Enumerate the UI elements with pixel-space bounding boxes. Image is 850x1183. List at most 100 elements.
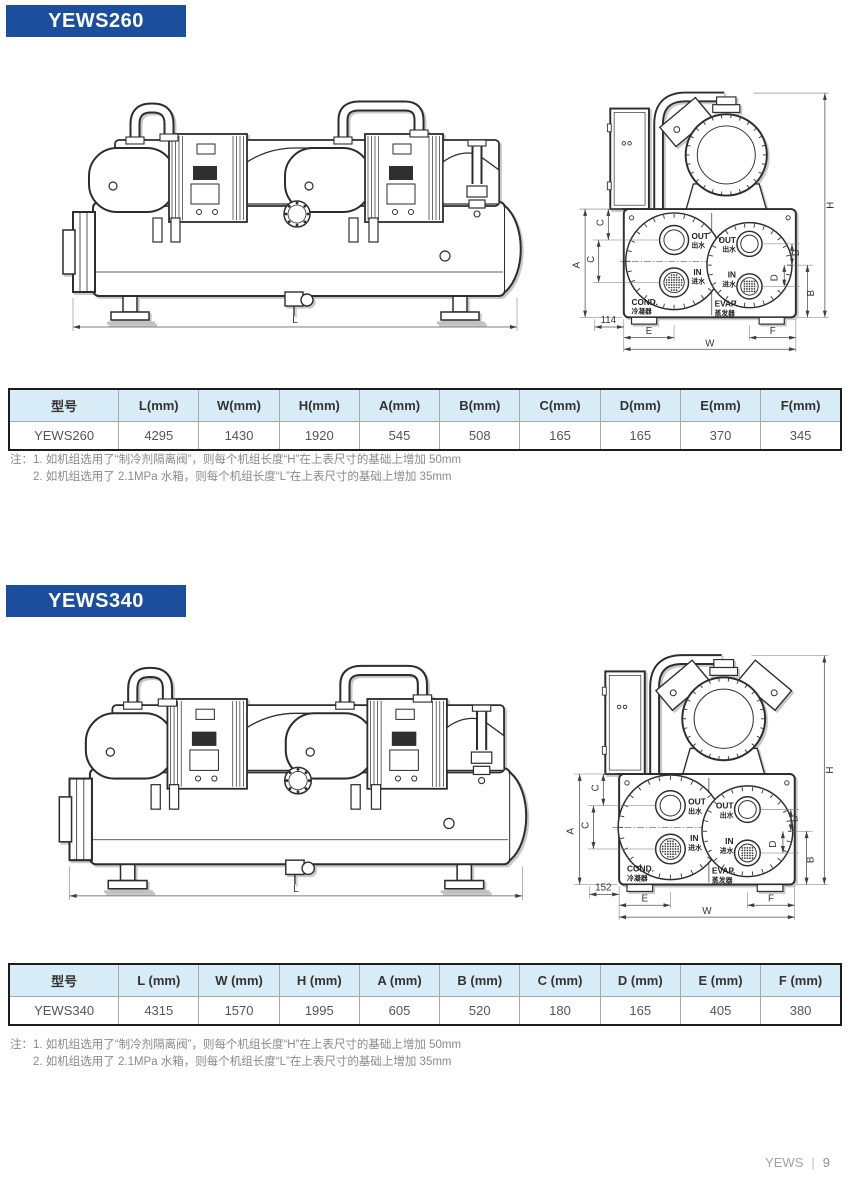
footer-brand: YEWS	[765, 1155, 804, 1170]
side-view-drawing-yews340: L	[58, 664, 528, 900]
value-cell: 1920	[278, 421, 360, 451]
value-cell: 4295	[118, 421, 200, 451]
dim-label-114: 114	[601, 315, 617, 326]
column-header: A (mm)	[358, 963, 441, 997]
dim-label-B: B	[806, 290, 817, 296]
model-header-yews340: YEWS340	[6, 585, 186, 617]
value-cell: 165	[599, 996, 681, 1026]
cond-in-label: IN	[693, 268, 701, 277]
value-cell: 1995	[278, 996, 360, 1026]
dim-label-F: F	[768, 893, 774, 904]
value-cell: 545	[358, 421, 441, 451]
evap-in-label-cn: 进水	[720, 846, 734, 855]
evap-out-label: OUT	[719, 236, 736, 245]
condenser-label-cn: 冷凝器	[627, 874, 648, 883]
evaporator-label: EVAP.	[715, 300, 738, 309]
dim-label-D: D	[770, 274, 781, 281]
column-header: L (mm)	[118, 963, 200, 997]
column-header: D(mm)	[599, 388, 681, 422]
evap-in-label: IN	[725, 836, 733, 846]
dim-label-W: W	[705, 338, 715, 349]
cond-in-label: IN	[690, 833, 698, 843]
cond-out-label: OUT	[691, 232, 708, 241]
value-cell: 520	[439, 996, 521, 1026]
evaporator-label-cn: 蒸发器	[715, 308, 736, 317]
column-header: C(mm)	[519, 388, 601, 422]
dim-label-C: C	[586, 256, 597, 263]
model-cell: YEWS260	[8, 421, 120, 451]
dim-label-A: A	[566, 828, 577, 835]
dim-label-L: L	[293, 884, 299, 895]
cond-out-label-cn: 出水	[688, 806, 702, 815]
dim-label-H: H	[825, 767, 836, 774]
column-header: D (mm)	[599, 963, 681, 997]
column-header: W (mm)	[198, 963, 280, 997]
evaporator-label-cn: 蒸发器	[711, 876, 733, 885]
value-cell: 605	[358, 996, 441, 1026]
evaporator-label: EVAP.	[712, 866, 735, 876]
dim-label-L: L	[292, 315, 298, 326]
column-header: E(mm)	[679, 388, 762, 422]
evap-in-label-cn: 进水	[722, 279, 736, 288]
column-header: 型号	[8, 963, 120, 997]
column-header: B (mm)	[439, 963, 521, 997]
column-header: H(mm)	[278, 388, 360, 422]
cond-in-label-cn: 进水	[688, 843, 702, 852]
dim-label-W: W	[702, 906, 712, 917]
column-header: F (mm)	[760, 963, 842, 997]
condenser-label: COND.	[632, 298, 658, 307]
note-line-1: 注：1. 如机组选用了“制冷剂隔离阀”，则每个机组长度“H”在上表尺寸的基础上增…	[10, 454, 462, 466]
column-header: W(mm)	[198, 388, 280, 422]
note-line-2: 2. 如机组选用了 2.1MPa 水箱，则每个机组长度“L”在上表尺寸的基础上增…	[33, 471, 452, 483]
evap-out-label: OUT	[716, 801, 735, 811]
dim-label-D: D	[791, 249, 802, 256]
value-cell: 508	[439, 421, 521, 451]
dim-label-E: E	[646, 326, 653, 337]
column-header: H (mm)	[278, 963, 360, 997]
model-header-yews260: YEWS260	[6, 5, 186, 37]
value-cell: 380	[760, 996, 842, 1026]
note-line-1: 注：1. 如机组选用了“制冷剂隔离阀”，则每个机组长度“H”在上表尺寸的基础上增…	[10, 1039, 462, 1051]
evap-out-label-cn: 出水	[720, 810, 734, 819]
page-footer: YEWS | 9	[765, 1155, 830, 1170]
dim-label-E: E	[641, 893, 648, 904]
column-header: F(mm)	[760, 388, 842, 422]
side-view-drawing-yews260: L	[62, 100, 522, 331]
cond-in-label-cn: 进水	[691, 277, 705, 286]
value-cell: 4315	[118, 996, 200, 1026]
dim-label-C: C	[596, 219, 607, 226]
value-cell: 345	[760, 421, 842, 451]
notes-yews260: 注：1. 如机组选用了“制冷剂隔离阀”，则每个机组长度“H”在上表尺寸的基础上增…	[10, 452, 461, 486]
value-cell: 405	[679, 996, 762, 1026]
evap-in-label: IN	[728, 271, 736, 280]
end-view-drawing-yews260: OUT出水IN进水OUT出水IN进水COND.冷凝器EVAP.蒸发器HDDBCC…	[571, 91, 837, 353]
cond-out-label-cn: 出水	[691, 241, 705, 250]
end-view-drawing-yews340: OUT出水IN进水OUT出水IN进水COND.冷凝器EVAP.蒸发器HDDBCC…	[566, 654, 836, 921]
footer-separator: |	[811, 1155, 815, 1170]
dim-label-B: B	[805, 856, 816, 863]
condenser-label-cn: 冷凝器	[632, 306, 653, 315]
dim-label-F: F	[770, 326, 776, 337]
column-header: E (mm)	[679, 963, 762, 997]
column-header: 型号	[8, 388, 120, 422]
value-cell: 165	[599, 421, 681, 451]
cond-out-label: OUT	[688, 797, 707, 807]
evap-out-label-cn: 出水	[722, 245, 736, 254]
dim-label-A: A	[571, 261, 582, 268]
dim-label-C: C	[581, 822, 592, 829]
page-number: 9	[822, 1155, 830, 1170]
note-line-2: 2. 如机组选用了 2.1MPa 水箱，则每个机组长度“L”在上表尺寸的基础上增…	[33, 1056, 452, 1068]
value-cell: 1570	[198, 996, 280, 1026]
notes-yews340: 注：1. 如机组选用了“制冷剂隔离阀”，则每个机组长度“H”在上表尺寸的基础上增…	[10, 1037, 461, 1071]
dim-label-C: C	[590, 784, 601, 791]
value-cell: 165	[519, 421, 601, 451]
value-cell: 370	[679, 421, 762, 451]
column-header: B(mm)	[439, 388, 521, 422]
dim-label-D: D	[790, 815, 801, 822]
dim-label-H: H	[826, 202, 837, 209]
